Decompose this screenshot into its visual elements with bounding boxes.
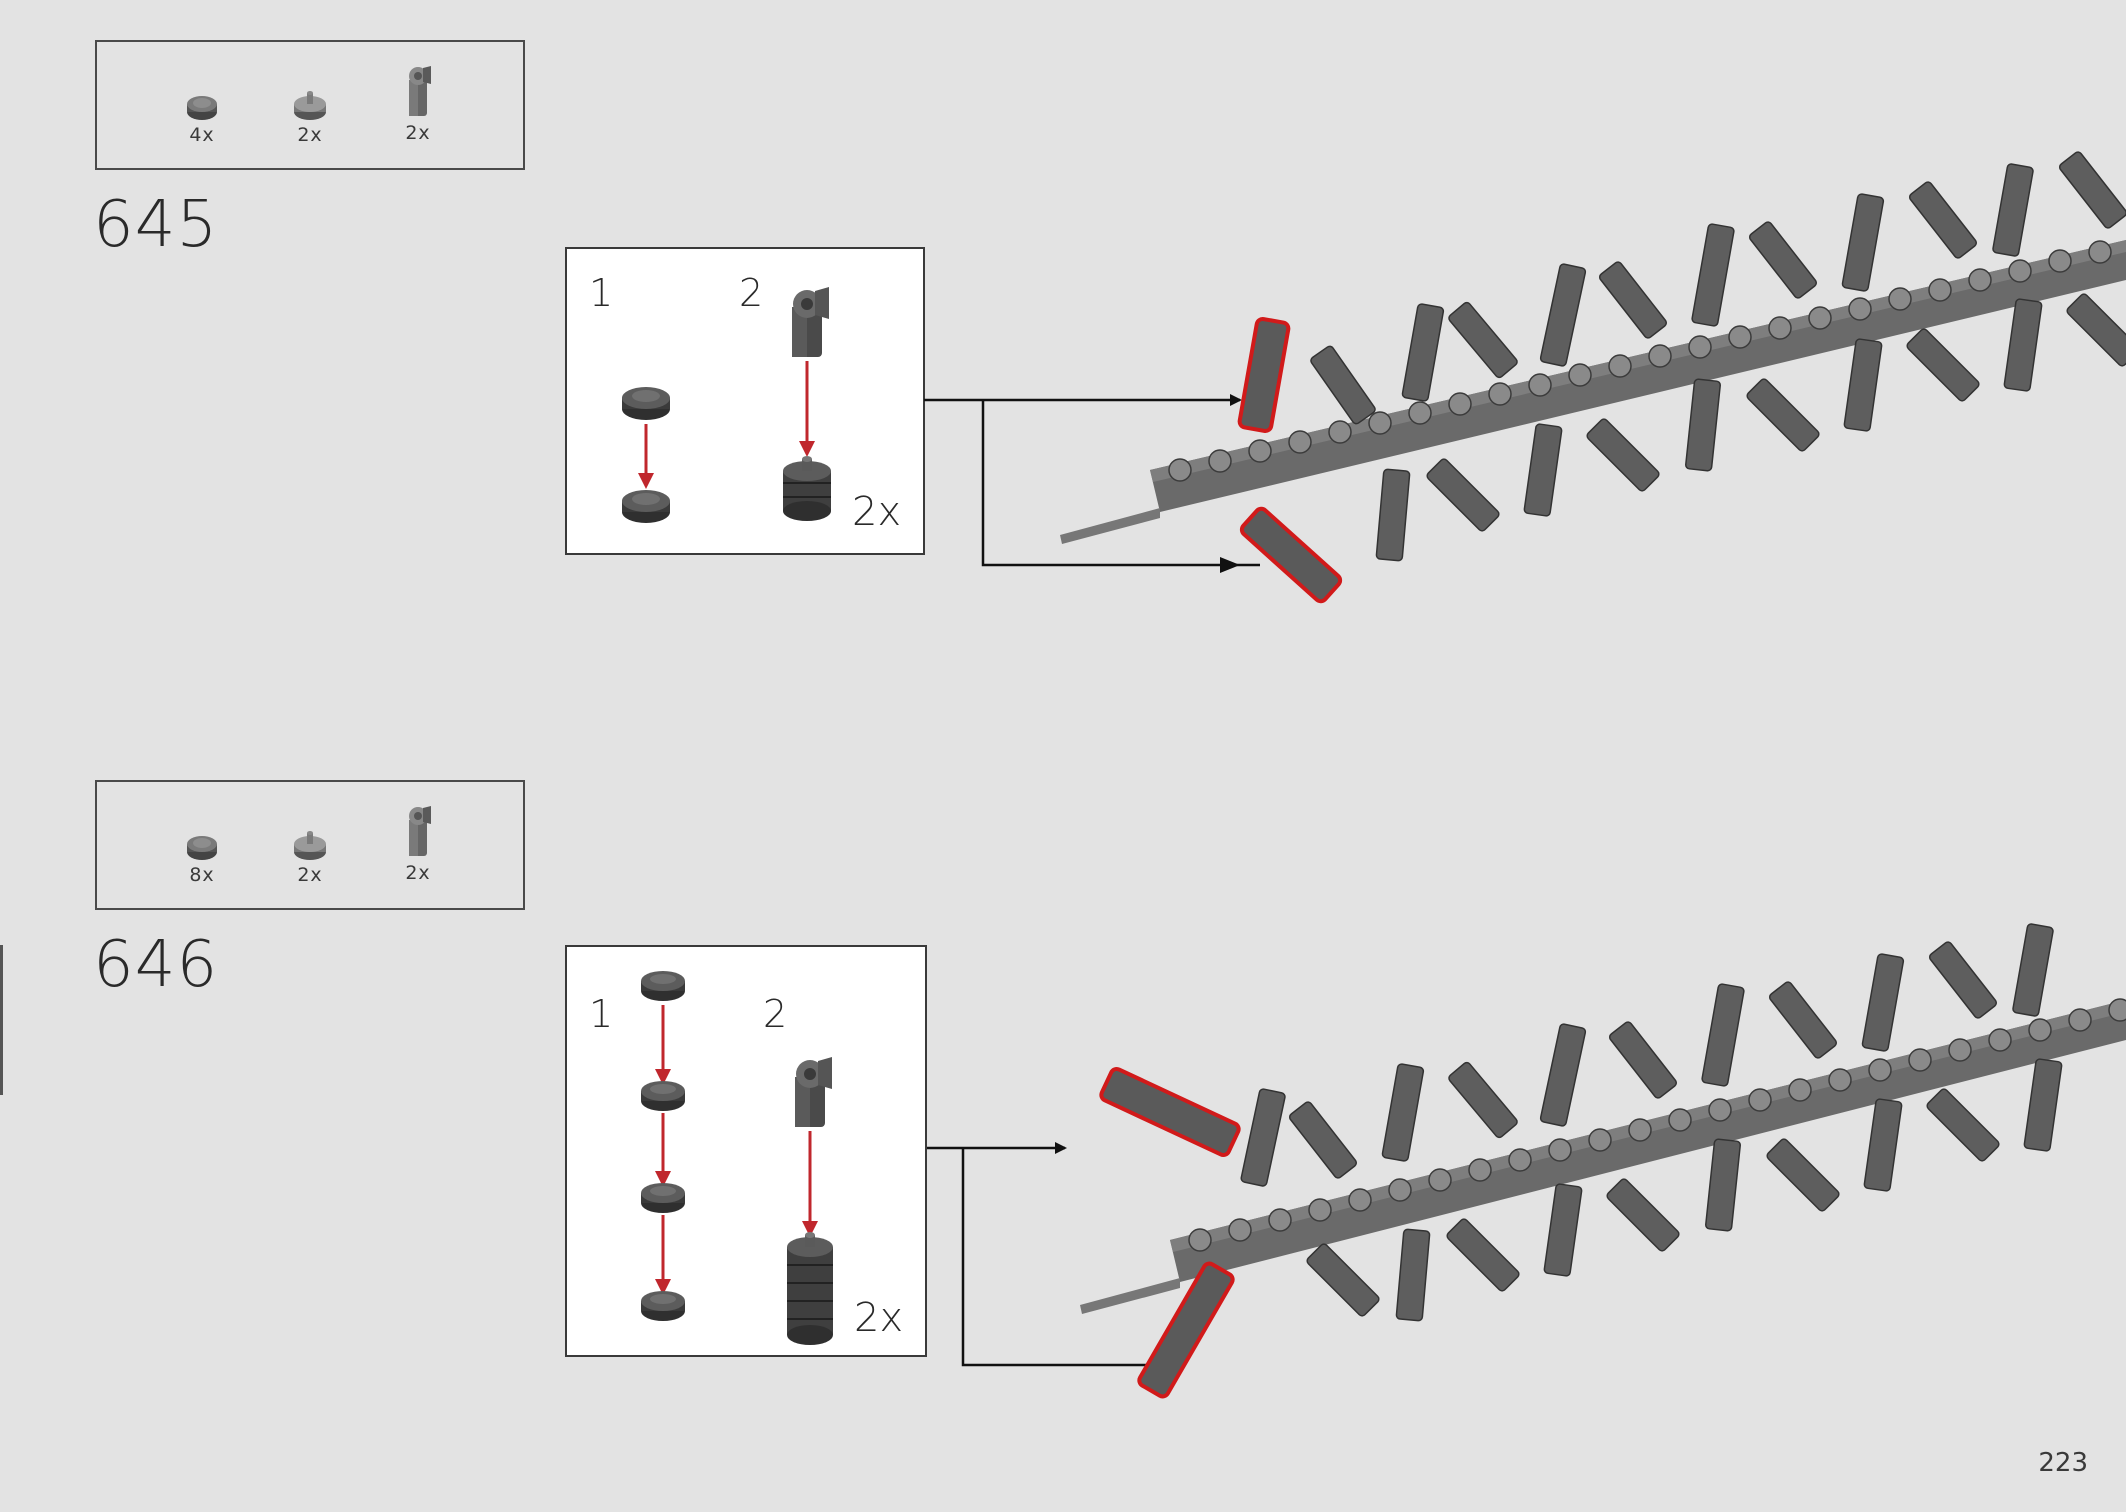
- substep-label-2: 2: [763, 992, 788, 1036]
- subassembly-quantity: 2x: [854, 1295, 904, 1341]
- page-number: 223: [2038, 1448, 2088, 1478]
- substep-label-2: 2: [739, 271, 764, 315]
- model-assembly-illustration: [1060, 151, 2126, 604]
- parts-list-item: 2x: [280, 88, 340, 146]
- stacked-plates: [783, 456, 831, 521]
- substep-label-1: 1: [589, 271, 614, 315]
- part-quantity: 2x: [297, 124, 323, 146]
- parts-list-box: 4x 2x 2x: [95, 40, 525, 170]
- part-quantity: 2x: [405, 862, 431, 884]
- main-beam: [1060, 240, 2126, 544]
- stacked-plates: [787, 1232, 833, 1345]
- subassembly-diagram: [641, 971, 833, 1345]
- round-plate-1x1-icon: [187, 96, 217, 120]
- subassembly-diagram: [622, 287, 831, 523]
- clip-bar-holder-icon: [409, 66, 431, 116]
- round-plate-top: [622, 387, 670, 420]
- parts-list-box: 8x 2x 2x: [95, 780, 525, 910]
- round-plate-with-bar-icon: [294, 831, 326, 860]
- callout-arrows: [924, 394, 1260, 573]
- side-spikes: [1240, 923, 2063, 1322]
- round-plate-1x1-icon: [187, 836, 217, 860]
- beam-studs: [1168, 240, 2112, 482]
- parts-list-item: 2x: [280, 828, 340, 886]
- subassembly-quantity: 2x: [852, 489, 902, 535]
- part-quantity: 4x: [189, 124, 215, 146]
- side-spikes: [1310, 151, 2126, 562]
- parts-list-item: 2x: [388, 804, 448, 884]
- round-plate-bottom: [622, 490, 670, 523]
- new-part-highlight: [1099, 1066, 1241, 1399]
- parts-list-item: 2x: [388, 64, 448, 144]
- new-part-highlight: [1237, 317, 1343, 604]
- clip-bar-holder-icon: [409, 806, 431, 856]
- subassembly-callout: 1 2: [565, 945, 927, 1357]
- part-quantity: 2x: [405, 122, 431, 144]
- clip-bar-holder: [792, 287, 829, 357]
- round-plate-with-bar-icon: [294, 91, 326, 120]
- parts-list-item: 8x: [172, 832, 232, 886]
- model-assembly-illustration: [1080, 923, 2126, 1399]
- clip-bar-holder: [795, 1057, 832, 1127]
- beam-studs: [1188, 998, 2126, 1252]
- substep-label-1: 1: [589, 992, 614, 1036]
- round-plate-stack: [641, 971, 685, 1321]
- part-quantity: 2x: [297, 864, 323, 886]
- subassembly-callout: 1 2: [565, 247, 925, 555]
- page-edge-marker: [0, 945, 3, 1095]
- step-number: 645: [93, 188, 219, 262]
- part-quantity: 8x: [189, 864, 215, 886]
- step-number: 646: [93, 928, 219, 1002]
- parts-list-item: 4x: [172, 92, 232, 146]
